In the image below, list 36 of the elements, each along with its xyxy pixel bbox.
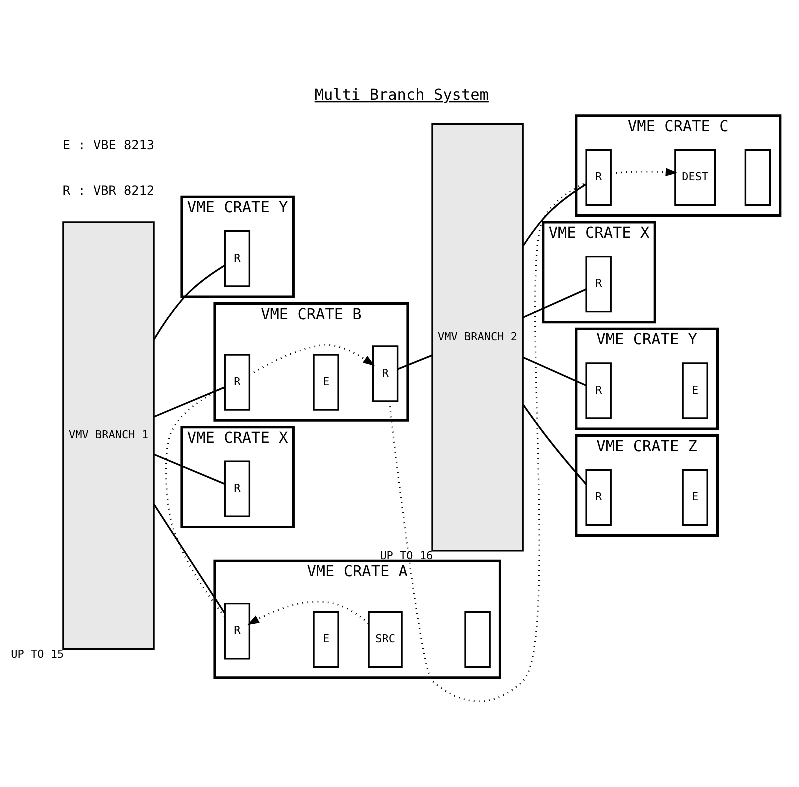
arrow — [248, 601, 370, 626]
connector — [522, 184, 587, 247]
arrow — [611, 168, 678, 176]
connector — [388, 182, 587, 702]
node-box: E — [313, 611, 340, 668]
connector — [154, 454, 226, 486]
connector — [165, 386, 226, 618]
node-box: R — [586, 149, 612, 206]
connector — [154, 386, 226, 418]
node-box: R — [224, 602, 251, 660]
node-box — [744, 149, 772, 206]
node-box: E — [313, 354, 340, 411]
node-box: R — [224, 460, 251, 518]
node-box: R — [586, 256, 612, 313]
node-box: R — [586, 469, 612, 526]
label: R : VBR 8212 — [62, 183, 155, 198]
label: E : VBE 8213 — [62, 137, 155, 152]
node-box: R — [586, 362, 612, 420]
node-box: E — [682, 362, 708, 420]
node-box: R — [224, 354, 251, 411]
connector — [153, 504, 226, 614]
node-box: SRC — [368, 611, 403, 668]
node-box: VMV BRANCH 2 — [432, 123, 524, 552]
node-box: E — [682, 469, 708, 526]
connector — [153, 264, 226, 340]
node-box: VMV BRANCH 1 — [62, 222, 155, 650]
diagram-title: Multi Branch System — [314, 86, 489, 104]
connector — [522, 288, 587, 319]
node-box — [464, 611, 491, 668]
node-box: R — [372, 346, 399, 402]
node-box: R — [224, 230, 251, 288]
node-box: DEST — [674, 149, 716, 206]
node-label: UP TO 15 — [11, 648, 64, 661]
connector — [522, 404, 588, 486]
arrow — [249, 344, 376, 376]
connector — [398, 354, 433, 370]
